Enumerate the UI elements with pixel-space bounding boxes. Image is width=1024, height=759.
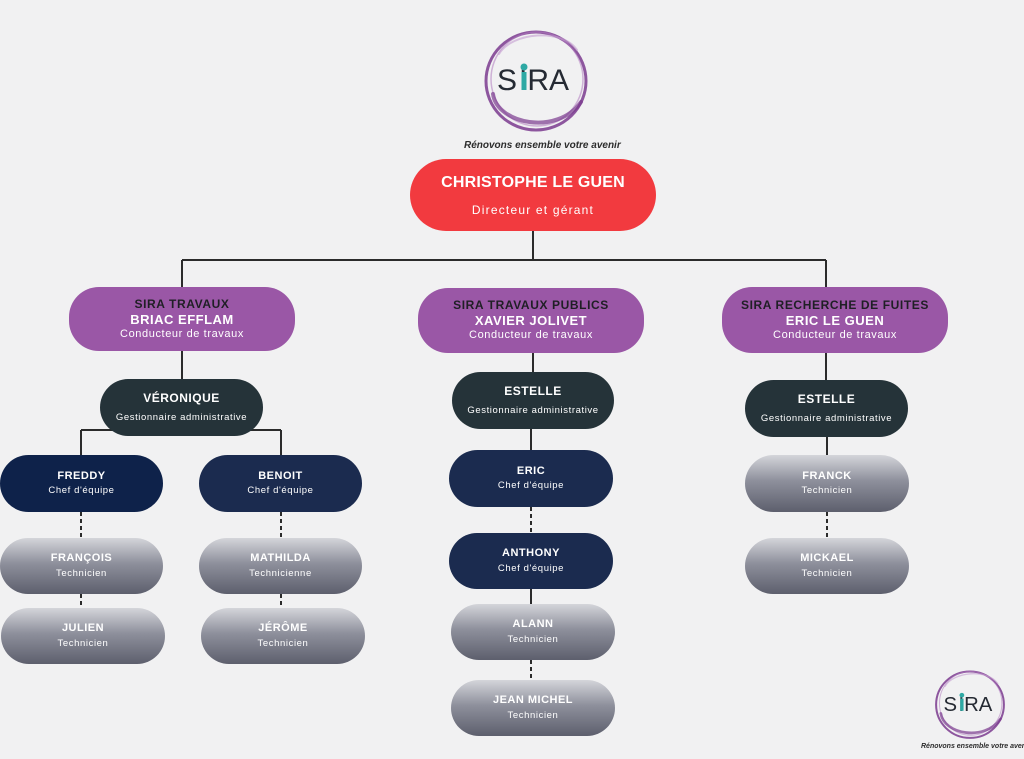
admin-name: ESTELLE — [504, 384, 562, 399]
logo-main-ira: IRA — [519, 64, 569, 97]
staff-name: ANTHONY — [502, 547, 560, 560]
admin-role: Gestionnaire administrative — [760, 413, 893, 425]
branch-node-sira-recherche-de-fuites: SIRA RECHERCHE DE FUITES ERIC LE GUEN Co… — [722, 287, 948, 353]
staff-node-jean-michel: JEAN MICHEL Technicien — [451, 680, 615, 736]
logo-main-s: S — [497, 64, 517, 97]
staff-role: Chef d'équipe — [48, 485, 115, 497]
staff-node-francois: FRANÇOIS Technicien — [0, 538, 163, 594]
staff-role: Chef d'équipe — [247, 485, 314, 497]
staff-node-benoit: BENOIT Chef d'équipe — [199, 455, 362, 512]
staff-role: Technicienne — [249, 567, 312, 579]
branch-role: Conducteur de travaux — [469, 329, 593, 342]
ceo-node: CHRISTOPHE LE GUEN Directeur et gérant — [410, 159, 656, 231]
staff-name: JÉRÔME — [258, 622, 308, 635]
staff-name: FREDDY — [57, 469, 106, 482]
staff-name: JEAN MICHEL — [492, 694, 574, 707]
staff-role: Technicien — [507, 633, 559, 645]
staff-role: Technicien — [507, 709, 559, 721]
admin-node-estelle-tp: ESTELLE Gestionnaire administrative — [452, 372, 614, 429]
logo-corner-slogan: Rénovons ensemble votre avenir — [921, 743, 1024, 750]
staff-name: MICKAEL — [800, 552, 854, 565]
branch-company: SIRA TRAVAUX PUBLICS — [453, 298, 609, 312]
staff-node-freddy: FREDDY Chef d'équipe — [0, 455, 163, 512]
logo-corner-ira: IRA — [958, 694, 992, 716]
branch-role: Conducteur de travaux — [120, 327, 244, 340]
logo-corner: S IRA — [930, 666, 1010, 742]
branch-node-sira-travaux: SIRA TRAVAUX BRIAC EFFLAM Conducteur de … — [69, 287, 295, 351]
staff-node-alann: ALANN Technicien — [451, 604, 615, 660]
staff-role: Technicien — [801, 567, 853, 579]
staff-name: FRANÇOIS — [50, 552, 113, 565]
branch-company: SIRA RECHERCHE DE FUITES — [741, 297, 929, 312]
branch-manager: XAVIER JOLIVET — [474, 313, 588, 328]
staff-node-anthony: ANTHONY Chef d'équipe — [449, 533, 613, 589]
staff-node-mickael: MICKAEL Technicien — [745, 538, 909, 594]
branch-manager: ERIC LE GUEN — [785, 312, 885, 328]
staff-node-julien: JULIEN Technicien — [1, 608, 165, 664]
logo-corner-emblem: S IRA — [935, 670, 1005, 739]
admin-node-estelle-rf: ESTELLE Gestionnaire administrative — [745, 380, 908, 437]
admin-name: ESTELLE — [797, 392, 856, 407]
staff-name: FRANCK — [802, 469, 852, 482]
staff-node-jerome: JÉRÔME Technicien — [201, 608, 365, 664]
admin-name: VÉRONIQUE — [143, 391, 220, 406]
logo-main: S IRA — [477, 24, 595, 136]
branch-node-sira-travaux-publics: SIRA TRAVAUX PUBLICS XAVIER JOLIVET Cond… — [418, 288, 644, 353]
ceo-role: Directeur et gérant — [471, 202, 595, 217]
staff-role: Technicien — [257, 637, 309, 649]
staff-node-eric: ERIC Chef d'équipe — [449, 450, 613, 507]
admin-role: Gestionnaire administrative — [115, 412, 248, 424]
logo-main-emblem: S IRA — [484, 30, 588, 132]
staff-role: Technicien — [801, 485, 853, 497]
staff-role: Chef d'équipe — [497, 562, 565, 574]
staff-name: BENOIT — [258, 469, 303, 482]
staff-name: ALANN — [512, 618, 554, 631]
logo-main-slogan: Rénovons ensemble votre avenir — [464, 140, 621, 151]
staff-role: Technicien — [57, 637, 109, 649]
staff-role: Chef d'équipe — [497, 480, 565, 492]
staff-node-mathilda: MATHILDA Technicienne — [199, 538, 362, 594]
branch-role: Conducteur de travaux — [773, 328, 897, 341]
staff-name: ERIC — [516, 464, 546, 477]
ceo-name: CHRISTOPHE LE GUEN — [441, 173, 625, 191]
branch-company: SIRA TRAVAUX — [134, 296, 230, 311]
staff-name: JULIEN — [61, 622, 105, 635]
staff-name: MATHILDA — [250, 552, 311, 565]
admin-role: Gestionnaire administrative — [467, 405, 599, 417]
staff-node-franck: FRANCK Technicien — [745, 455, 909, 512]
logo-corner-s: S — [944, 694, 958, 716]
admin-node-veronique: VÉRONIQUE Gestionnaire administrative — [100, 379, 263, 436]
branch-manager: BRIAC EFFLAM — [130, 311, 234, 327]
staff-role: Technicien — [56, 567, 107, 579]
